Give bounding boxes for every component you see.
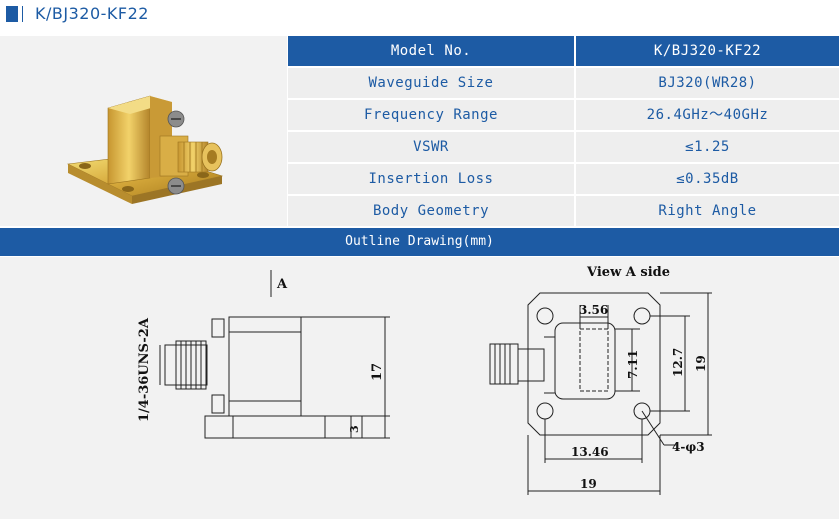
view-title: View A side: [586, 265, 670, 280]
row-value: Right Angle: [576, 196, 839, 226]
row-label: Body Geometry: [288, 196, 574, 226]
hole-callout: 4-φ3: [672, 440, 705, 454]
outline-drawing-panel: A 1/4-36UNS-2A 17 3 View A side 3.56 7.1…: [0, 257, 839, 519]
row-value: 26.4GHz～40GHz: [576, 100, 839, 130]
header-label-cell: Model No.: [288, 36, 574, 66]
page-title: K/BJ320-KF22: [35, 4, 149, 23]
hole-spacing-vertical-dimension: 12.7: [671, 348, 685, 377]
row-label: VSWR: [288, 132, 574, 162]
row-label: Insertion Loss: [288, 164, 574, 194]
table-row: Frequency Range 26.4GHz～40GHz: [288, 100, 839, 130]
row-value: ≤1.25: [576, 132, 839, 162]
flange-width-dimension: 19: [580, 477, 597, 491]
hole-spacing-horizontal-dimension: 13.46: [571, 445, 609, 459]
row-label: Frequency Range: [288, 100, 574, 130]
title-bar: K/BJ320-KF22: [0, 0, 839, 30]
thread-label: 1/4-36UNS-2A: [137, 317, 152, 422]
height-dimension: 17: [370, 363, 385, 381]
product-photo-panel: [0, 36, 287, 226]
side-flange: [204, 415, 352, 439]
front-flange-outline: [527, 292, 661, 436]
table-row: VSWR ≤1.25: [288, 132, 839, 162]
flange-height-dimension: 19: [694, 355, 708, 372]
table-header-row: Model No. K/BJ320-KF22: [288, 36, 839, 66]
view-marker-label: A: [276, 277, 288, 292]
row-value: BJ320(WR28): [576, 68, 839, 98]
outline-drawing: A 1/4-36UNS-2A 17 3 View A side 3.56 7.1…: [137, 265, 712, 495]
product-image: [66, 95, 224, 204]
table-row: Insertion Loss ≤0.35dB: [288, 164, 839, 194]
aperture-width-dimension: 3.56: [579, 303, 608, 317]
title-accent-icon: [6, 6, 18, 22]
aperture-height-dimension: 7.11: [626, 350, 640, 379]
flange-thickness-dimension: 3: [348, 425, 361, 433]
outline-drawing-header: Outline Drawing(mm): [0, 228, 839, 256]
row-value: ≤0.35dB: [576, 164, 839, 194]
header-value-cell: K/BJ320-KF22: [576, 36, 839, 66]
table-row: Body Geometry Right Angle: [288, 196, 839, 226]
table-row: Waveguide Size BJ320(WR28): [288, 68, 839, 98]
row-label: Waveguide Size: [288, 68, 574, 98]
title-divider: [22, 6, 23, 22]
